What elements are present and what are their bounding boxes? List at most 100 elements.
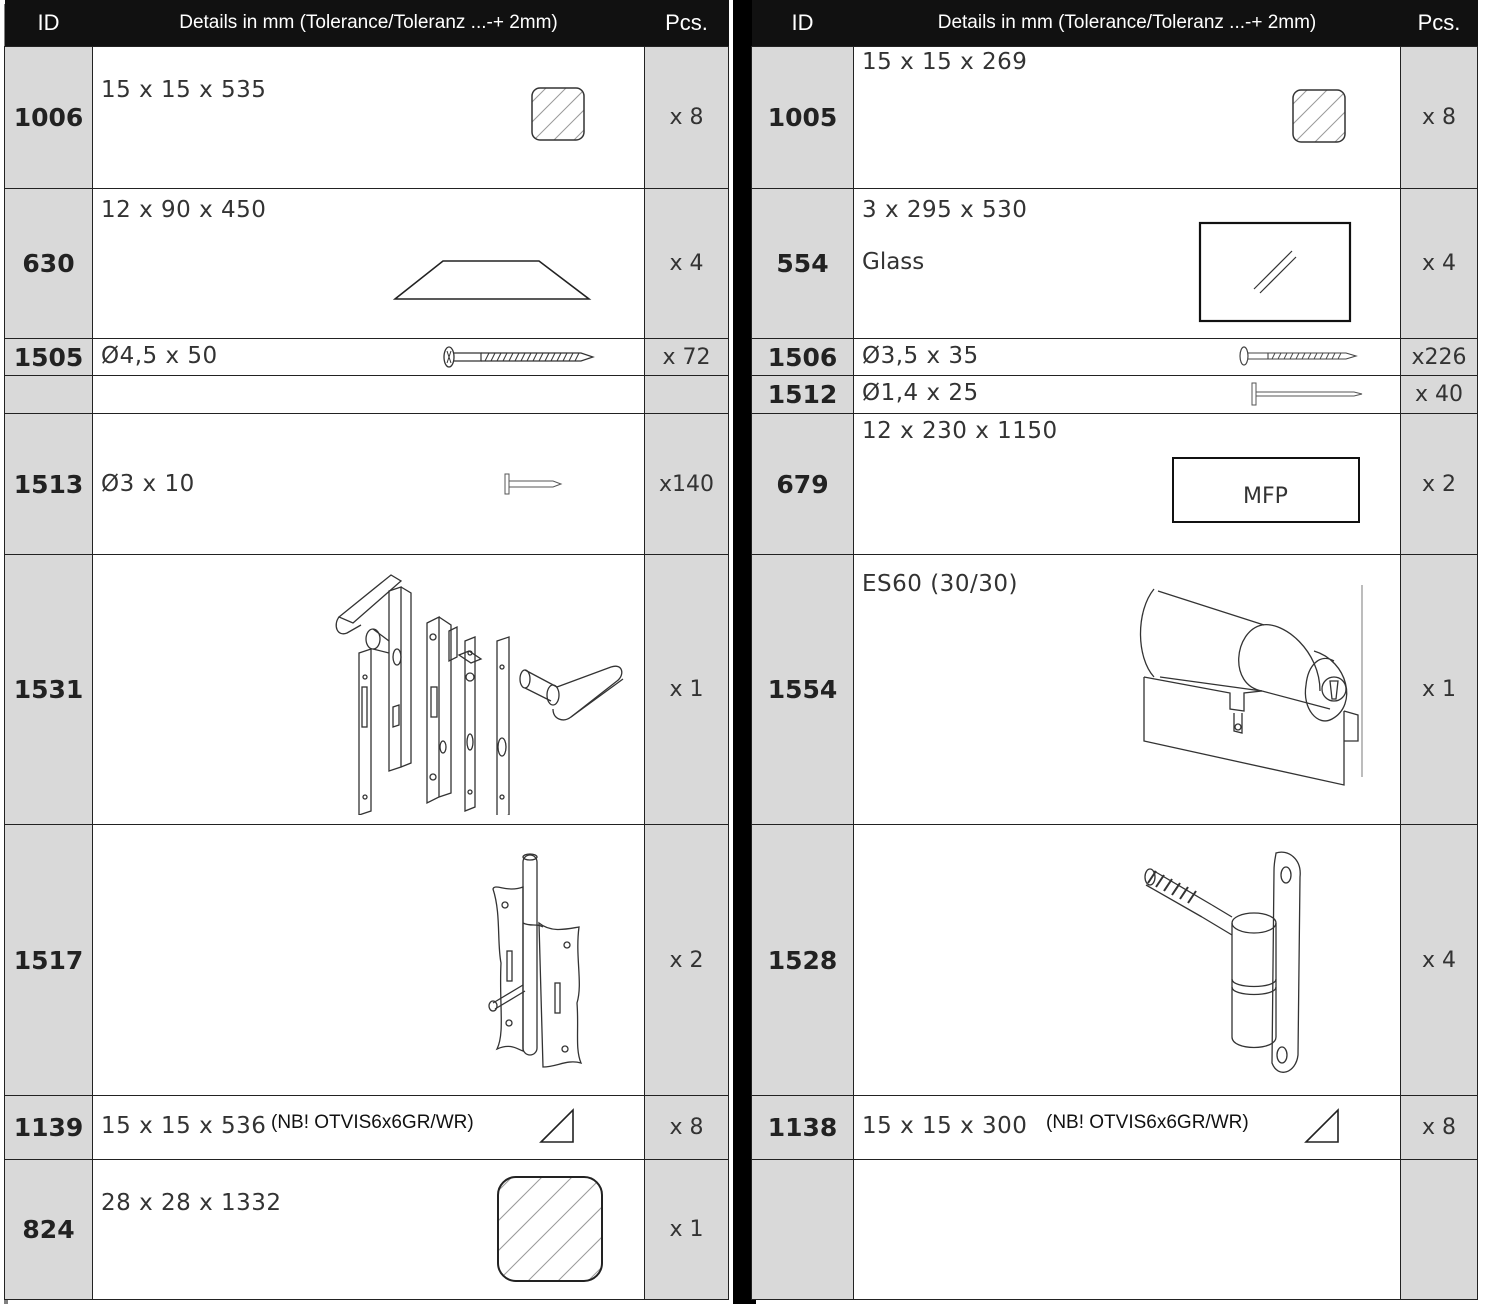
material: Glass	[862, 249, 925, 275]
mfp-label: MFP	[1243, 484, 1288, 509]
square-profile-icon	[495, 1174, 607, 1286]
dimensions: Ø3 x 10	[101, 471, 195, 497]
part-quantity: x 8	[1400, 46, 1478, 189]
part-details: Ø3 x 10	[92, 413, 645, 555]
table-row: 1513 Ø3 x 10 x140	[4, 413, 729, 555]
note: (NB! OTVIS6x6GR/WR)	[1046, 1112, 1249, 1133]
part-details	[853, 824, 1401, 1096]
part-details	[92, 554, 645, 825]
dimensions: ES60 (30/30)	[862, 571, 1018, 597]
part-id: 1138	[751, 1095, 854, 1160]
parts-table-left: ID Details in mm (Tolerance/Toleranz ...…	[4, 0, 729, 1300]
header-details: Details in mm (Tolerance/Toleranz ...-+ …	[853, 0, 1401, 47]
table-row: 1139 15 x 15 x 536 (NB! OTVIS6x6GR/WR) x…	[4, 1095, 729, 1160]
triangle-profile-icon	[1304, 1108, 1344, 1144]
header-details: Details in mm (Tolerance/Toleranz ...-+ …	[92, 0, 645, 47]
part-id: 1531	[4, 554, 93, 825]
part-id: 1505	[4, 338, 93, 376]
table-row: 1506 Ø3,5 x 35 x226	[751, 338, 1478, 376]
table-row: 1505 Ø4,5 x 50 x 72	[4, 338, 729, 376]
part-id: 1006	[4, 46, 93, 189]
part-quantity: x 4	[644, 188, 729, 339]
part-quantity: x 8	[1400, 1095, 1478, 1160]
part-quantity: x 72	[644, 338, 729, 376]
part-details: 3 x 295 x 530 Glass	[853, 188, 1401, 339]
table-row: 679 12 x 230 x 1150 MFP x 2	[751, 413, 1478, 555]
dimensions: 15 x 15 x 535	[101, 77, 267, 103]
table-row: 1554 ES60 (30/30)	[751, 554, 1478, 825]
dimensions: Ø4,5 x 50	[101, 343, 218, 369]
dimensions: 12 x 230 x 1150	[862, 418, 1058, 444]
part-id: 1554	[751, 554, 854, 825]
header-row: ID Details in mm (Tolerance/Toleranz ...…	[4, 0, 729, 47]
part-id	[751, 1159, 854, 1300]
part-details: Ø4,5 x 50	[92, 338, 645, 376]
dimensions: 15 x 15 x 300	[862, 1113, 1028, 1139]
part-details: 15 x 15 x 536 (NB! OTVIS6x6GR/WR)	[92, 1095, 645, 1160]
part-details	[92, 375, 645, 414]
table-row	[751, 1159, 1478, 1300]
part-quantity: x 8	[644, 1095, 729, 1160]
part-quantity: x226	[1400, 338, 1478, 376]
part-id: 1506	[751, 338, 854, 376]
part-quantity: x 40	[1400, 375, 1478, 414]
nail-icon	[503, 472, 567, 496]
part-id: 1005	[751, 46, 854, 189]
dimensions: 15 x 15 x 536	[101, 1113, 267, 1139]
table-row: 554 3 x 295 x 530 Glass x 4	[751, 188, 1478, 339]
part-details: 12 x 90 x 450	[92, 188, 645, 339]
table-row	[4, 375, 729, 414]
part-details	[853, 1159, 1401, 1300]
dimensions: 28 x 28 x 1332	[101, 1190, 282, 1216]
part-quantity	[1400, 1159, 1478, 1300]
glass-pane-icon	[1198, 221, 1354, 325]
part-id: 630	[4, 188, 93, 339]
nail-icon	[1250, 381, 1368, 407]
part-id: 1512	[751, 375, 854, 414]
table-row: 1005 15 x 15 x 269 x 8	[751, 46, 1478, 189]
part-details: 15 x 15 x 535	[92, 46, 645, 189]
screw-icon	[441, 345, 601, 369]
header-id: ID	[4, 0, 93, 47]
table-row: 1138 15 x 15 x 300 (NB! OTVIS6x6GR/WR) x…	[751, 1095, 1478, 1160]
part-details	[92, 824, 645, 1096]
part-id: 1528	[751, 824, 854, 1096]
trapezoid-board-icon	[393, 259, 593, 301]
part-details: Ø3,5 x 35	[853, 338, 1401, 376]
header-pcs: Pcs.	[1400, 0, 1478, 47]
square-profile-icon	[1290, 87, 1350, 147]
pin-hinge-icon	[1140, 847, 1310, 1079]
square-profile-icon	[529, 85, 589, 145]
header-pcs: Pcs.	[644, 0, 729, 47]
table-row: 1512 Ø1,4 x 25 x 40	[751, 375, 1478, 414]
part-details: Ø1,4 x 25	[853, 375, 1401, 414]
part-quantity: x 4	[1400, 188, 1478, 339]
part-details: 15 x 15 x 269	[853, 46, 1401, 189]
table-row: 824 28 x 28 x 1332 x 1	[4, 1159, 729, 1300]
column-divider	[733, 0, 756, 1304]
parts-table-right: ID Details in mm (Tolerance/Toleranz ...…	[751, 0, 1478, 1300]
door-lock-set-icon	[331, 567, 631, 815]
part-quantity: x 2	[1400, 413, 1478, 555]
table-row: 1517	[4, 824, 729, 1096]
table-row: 1531	[4, 554, 729, 825]
part-quantity: x 1	[1400, 554, 1478, 825]
header-row: ID Details in mm (Tolerance/Toleranz ...…	[751, 0, 1478, 47]
part-quantity: x 2	[644, 824, 729, 1096]
dimensions: Ø3,5 x 35	[862, 343, 979, 369]
dimensions: 15 x 15 x 269	[862, 49, 1028, 75]
part-id: 1139	[4, 1095, 93, 1160]
header-id: ID	[751, 0, 854, 47]
part-id: 1517	[4, 824, 93, 1096]
dimensions: 12 x 90 x 450	[101, 197, 267, 223]
part-details: 12 x 230 x 1150 MFP	[853, 413, 1401, 555]
table-row: 1006 15 x 15 x 535 x 8	[4, 46, 729, 189]
part-details: 15 x 15 x 300 (NB! OTVIS6x6GR/WR)	[853, 1095, 1401, 1160]
mfp-board-icon: MFP	[1171, 456, 1363, 526]
lock-cylinder-icon	[1134, 581, 1366, 791]
dimensions: Ø1,4 x 25	[862, 380, 979, 406]
part-quantity: x 1	[644, 554, 729, 825]
table-row: 1528 x 4	[751, 824, 1478, 1096]
hinge-icon	[487, 853, 597, 1073]
screw-icon	[1238, 345, 1362, 367]
